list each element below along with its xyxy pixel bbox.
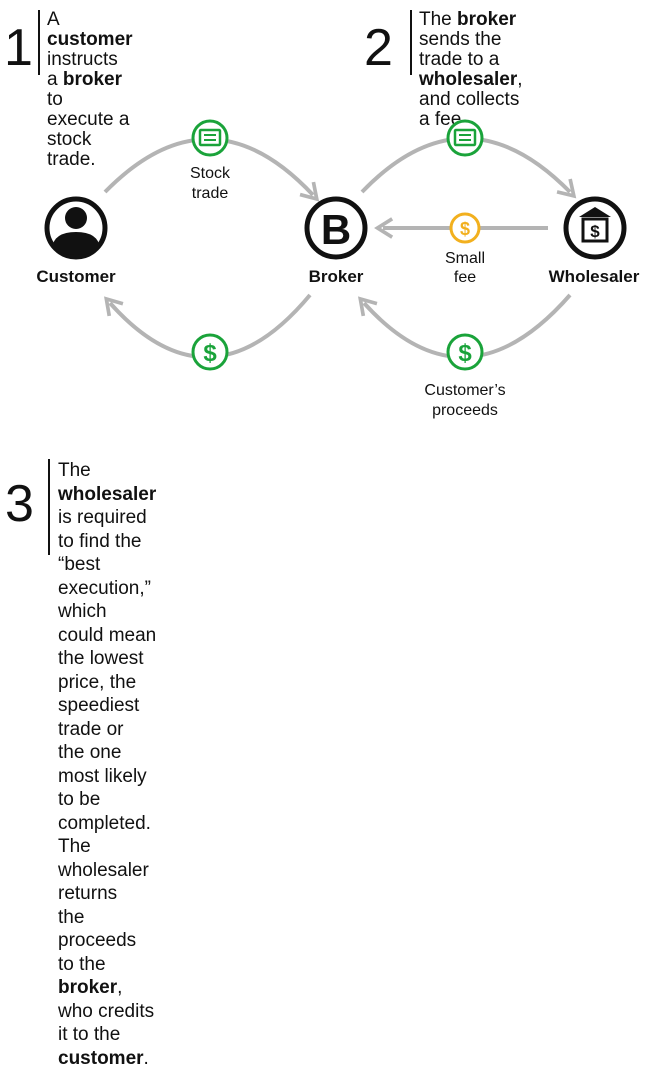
text-segment: which could mean the lowest price, the s…	[58, 601, 157, 740]
bold-term: wholesaler	[419, 69, 518, 90]
small-fee-label-line1: Small	[445, 250, 485, 267]
document-icon	[446, 119, 484, 157]
bold-term: broker	[62, 69, 122, 90]
wholesaler-node: $ Wholesaler	[549, 196, 640, 286]
step-2-divider	[410, 10, 412, 75]
broker-glyph: B	[321, 206, 351, 253]
proceeds-label-line1: Customer’s	[424, 382, 505, 399]
customer-label: Customer	[36, 267, 116, 286]
broker-b-icon: B	[304, 196, 368, 260]
text-segment: trade to a	[419, 49, 500, 70]
document-icon	[191, 119, 229, 157]
customer-node: Customer	[36, 196, 116, 286]
text-segment: A	[47, 9, 59, 30]
proceeds-coin-glyph-left: $	[203, 340, 217, 367]
wholesaler-label: Wholesaler	[549, 267, 640, 286]
text-segment: sends the	[419, 29, 502, 50]
bold-term: wholesaler	[58, 483, 157, 505]
person-icon	[44, 196, 108, 260]
proceeds-coin-glyph-right: $	[458, 340, 472, 367]
proceeds-label-line2: proceeds	[432, 402, 498, 419]
step-3-divider	[48, 459, 50, 555]
bank-dollar-icon: $	[563, 196, 627, 260]
text-segment: to execute a	[47, 89, 130, 130]
broker-label: Broker	[309, 267, 364, 286]
text-segment: .	[143, 1047, 149, 1069]
stock-trade-label-line2: trade	[192, 185, 229, 202]
step-1-divider	[38, 10, 40, 75]
flow-diagram: Customer B Broker $ Wholesaler Stock tra…	[36, 119, 640, 419]
text-segment: a	[47, 69, 63, 90]
dollar-coin-icon: $	[446, 333, 484, 371]
text-segment: The	[419, 9, 458, 30]
bold-term: broker	[457, 9, 517, 30]
text-segment: The	[58, 460, 91, 481]
text-segment: the proceeds to the	[58, 906, 137, 975]
bold-term: customer	[47, 29, 133, 50]
stock-trade-label-line1: Stock	[190, 165, 231, 182]
bold-term: customer	[58, 1047, 144, 1069]
step-3-number: 3	[5, 475, 34, 533]
text-segment: instructs	[47, 49, 118, 70]
broker-node: B Broker	[304, 196, 368, 286]
small-fee-label-line2: fee	[454, 269, 476, 286]
wholesaler-glyph: $	[590, 222, 600, 241]
step-2-number: 2	[364, 19, 393, 77]
bold-term: broker	[58, 977, 118, 998]
text-segment: ,	[517, 69, 523, 90]
text-segment: stock trade.	[47, 129, 96, 170]
fee-coin-glyph: $	[460, 219, 470, 239]
fee-coin-icon: $	[449, 212, 481, 244]
step-1-number: 1	[4, 19, 33, 77]
dollar-coin-icon: $	[191, 333, 229, 371]
text-segment: the one most likely to be completed. The…	[58, 742, 151, 904]
